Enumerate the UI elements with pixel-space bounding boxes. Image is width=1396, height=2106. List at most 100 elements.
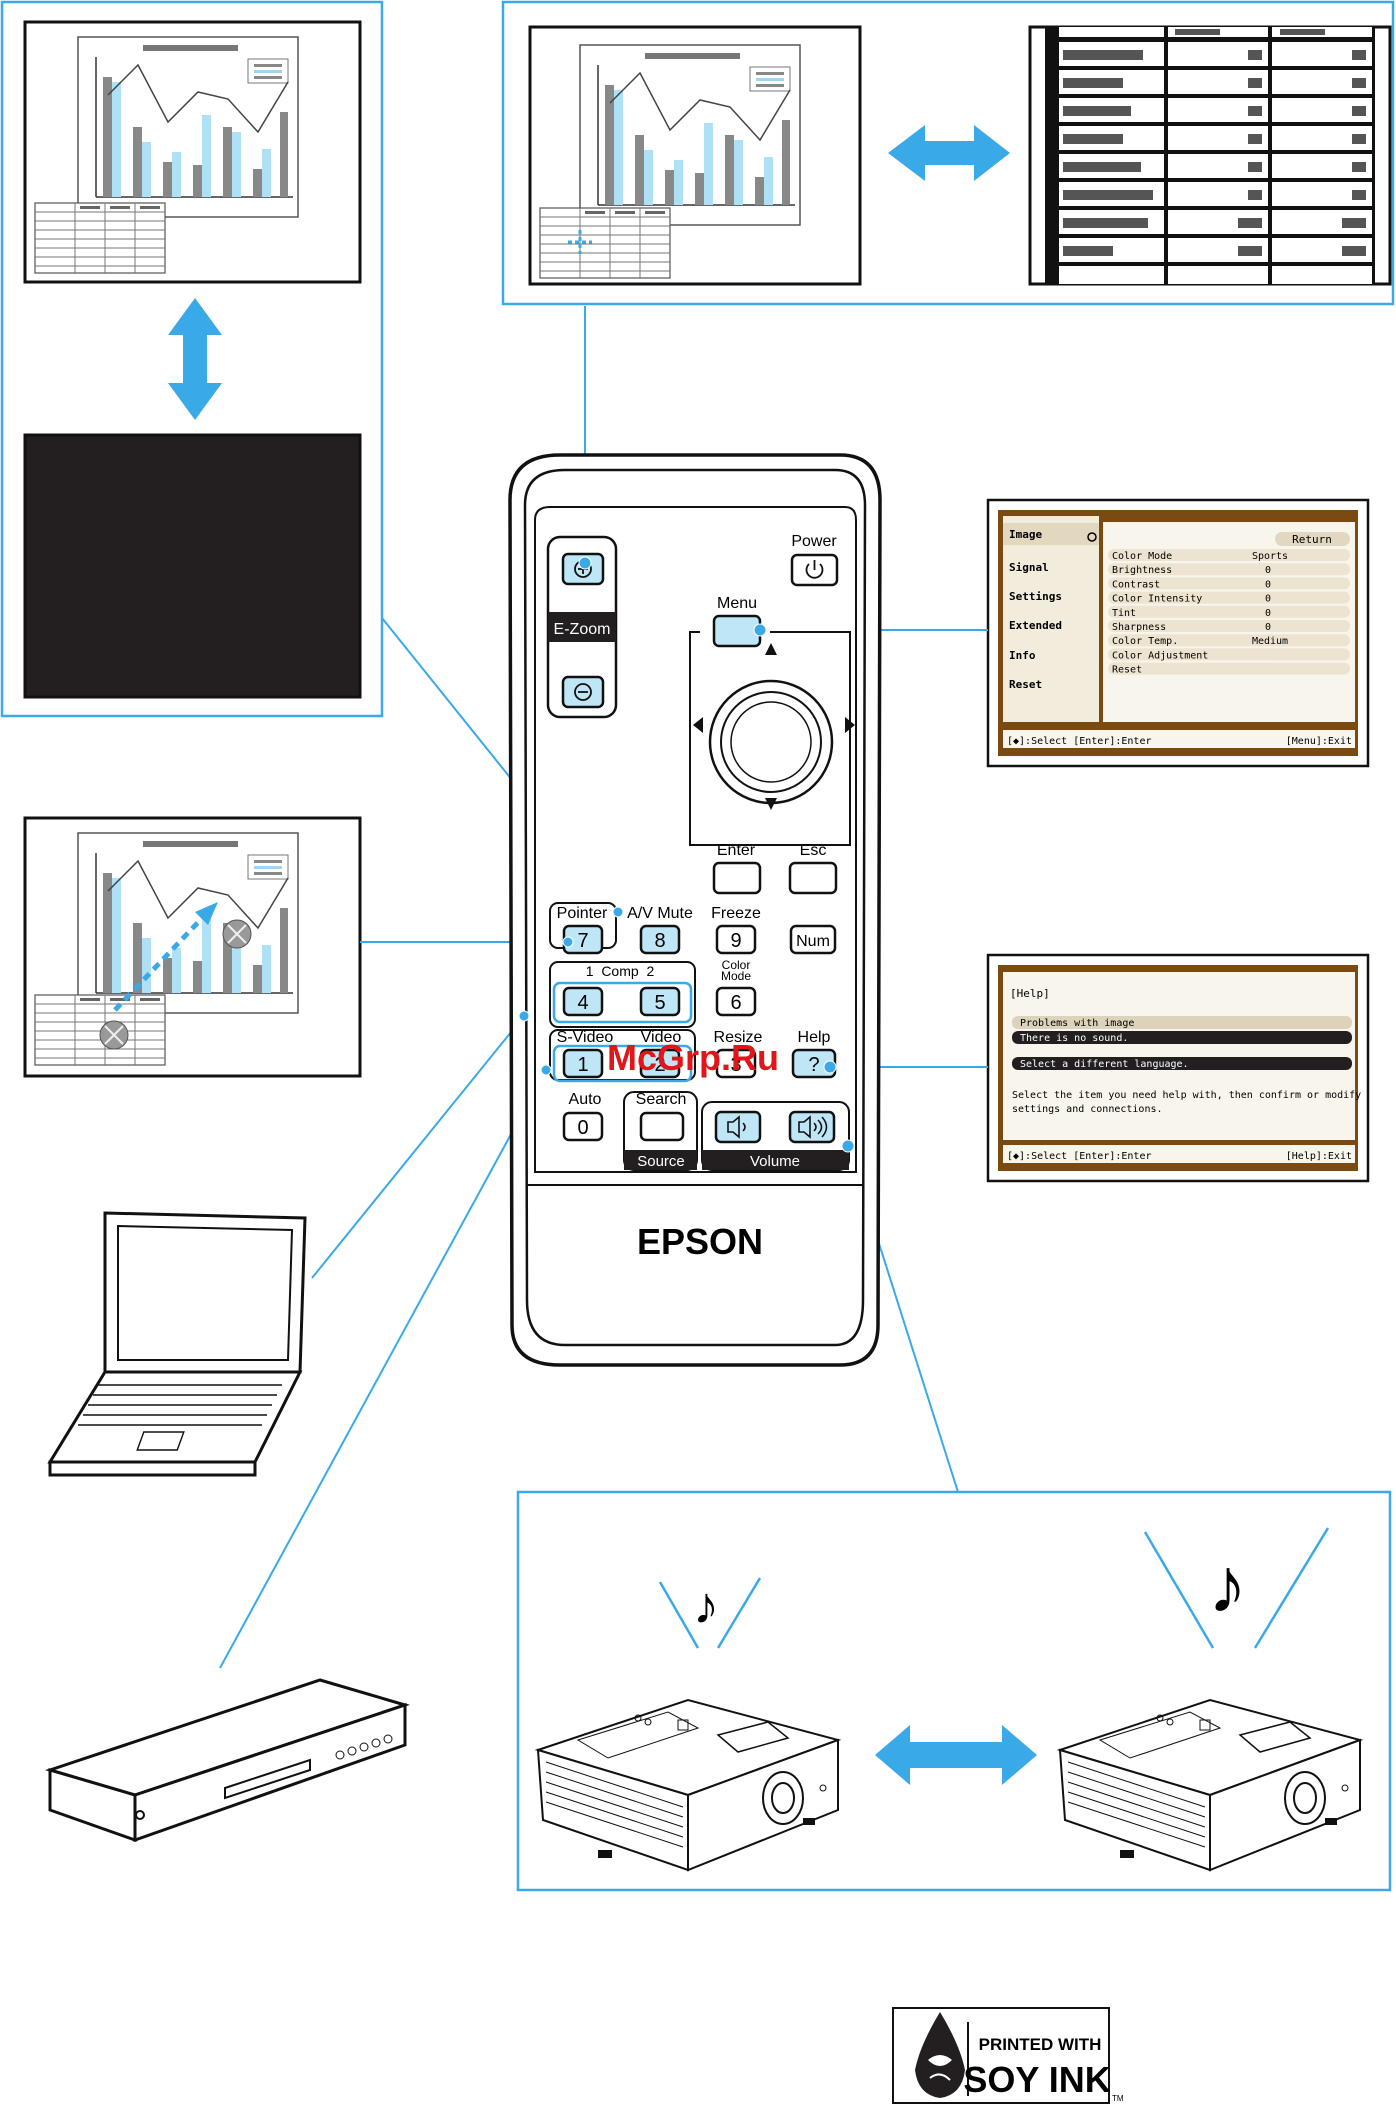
chart-thumbnail-zoom bbox=[579, 44, 801, 226]
menu-row-value: 0 bbox=[1265, 565, 1271, 576]
key-6-label: 6 bbox=[730, 992, 741, 1014]
menu-sidebar-image: Image bbox=[1009, 528, 1042, 541]
avmute-label: A/V Mute bbox=[627, 905, 693, 922]
volume-down-button[interactable] bbox=[714, 1110, 762, 1144]
callout-dots bbox=[518, 556, 855, 1153]
search-label: Search bbox=[636, 1091, 687, 1108]
key-1-label: 1 bbox=[577, 1054, 588, 1076]
video-player-illustration bbox=[44, 1678, 411, 1843]
arrow-right-icon bbox=[845, 717, 855, 733]
help-item-sound: There is no sound. bbox=[1020, 1033, 1128, 1044]
menu-row-label: Reset bbox=[1112, 665, 1142, 676]
menu-footer-left: [◆]:Select [Enter]:Enter bbox=[1007, 736, 1152, 747]
search-button[interactable] bbox=[639, 1111, 685, 1142]
menu-row-background bbox=[1108, 577, 1350, 590]
video-highlight bbox=[552, 1044, 693, 1083]
menu-row-background bbox=[1108, 591, 1350, 604]
esc-label: Esc bbox=[800, 842, 827, 859]
video-label: Video bbox=[641, 1029, 682, 1046]
comp-highlight bbox=[552, 981, 693, 1024]
key-3-button[interactable]: 3 bbox=[715, 1048, 757, 1079]
chart-thumbnail-pointer bbox=[77, 832, 299, 1014]
menu-row-background bbox=[1108, 563, 1350, 576]
help-title: [Help] bbox=[1010, 987, 1050, 1000]
volume-up-button[interactable] bbox=[788, 1110, 836, 1144]
menu-button[interactable] bbox=[712, 614, 762, 648]
key-5-button[interactable]: 5 bbox=[639, 986, 681, 1017]
key-1-button[interactable]: 1 bbox=[562, 1048, 604, 1079]
chart-thumbnail bbox=[77, 36, 299, 218]
menu-row-label: Brightness bbox=[1112, 565, 1172, 576]
direction-wheel[interactable] bbox=[693, 643, 855, 810]
source-bar bbox=[624, 1150, 697, 1170]
help-footer-left: [◆]:Select [Enter]:Enter bbox=[1007, 1151, 1152, 1162]
table-thumbnail-zoom bbox=[539, 207, 671, 279]
menu-row-label: Contrast bbox=[1112, 579, 1160, 590]
epson-logo: EPSON bbox=[637, 1221, 763, 1262]
projector-right: ♪ bbox=[1059, 1527, 1361, 1871]
key-6-button[interactable]: 6 bbox=[715, 986, 757, 1017]
ezoom-minus-button[interactable] bbox=[561, 675, 605, 709]
enter-label: Enter bbox=[717, 842, 756, 859]
watermark: McGrp.Ru bbox=[607, 1037, 779, 1078]
key-9-button[interactable]: 9 bbox=[715, 924, 757, 955]
help-item-language: Select a different language. bbox=[1020, 1059, 1189, 1070]
menu-footer-right: [Menu]:Exit bbox=[1286, 736, 1352, 747]
menu-row-label: Color Intensity bbox=[1112, 594, 1202, 605]
projector-left: ♪ bbox=[537, 1577, 839, 1871]
help-item-image: Problems with image bbox=[1020, 1018, 1134, 1029]
volume-label: Volume bbox=[750, 1153, 800, 1170]
source-label: Source bbox=[637, 1153, 685, 1170]
key-0-button[interactable]: 0 bbox=[562, 1111, 604, 1142]
enter-button[interactable] bbox=[712, 861, 762, 895]
music-note-icon-large: ♪ bbox=[1208, 1541, 1247, 1629]
menu-row-value: Medium bbox=[1252, 636, 1288, 647]
help-desc-2: settings and connections. bbox=[1012, 1104, 1163, 1115]
table-thumbnail bbox=[34, 202, 166, 274]
key-5-label: 5 bbox=[654, 992, 665, 1014]
soy-ink-line2: SOY INK bbox=[963, 2059, 1110, 2100]
soy-ink-line1: PRINTED WITH bbox=[979, 2035, 1102, 2054]
menu-row-value: 0 bbox=[1265, 608, 1271, 619]
help-screen: [Help] Problems with image There is no s… bbox=[986, 953, 1370, 1183]
help-key-label: ? bbox=[808, 1054, 819, 1076]
screen-blank bbox=[23, 433, 362, 699]
esc-button[interactable] bbox=[788, 861, 838, 895]
key-7-label: 7 bbox=[577, 930, 588, 952]
menu-row-label: Color Mode bbox=[1112, 551, 1172, 562]
num-button[interactable]: Num bbox=[789, 924, 837, 955]
comp-label: 1 Comp 2 bbox=[586, 963, 655, 979]
double-arrow-volume bbox=[875, 1725, 1037, 1785]
menu-row-label: Sharpness bbox=[1112, 622, 1166, 633]
key-4-button[interactable]: 4 bbox=[562, 986, 604, 1017]
screen-ezoom-after bbox=[1028, 25, 1392, 286]
key-8-button[interactable]: 8 bbox=[639, 924, 681, 955]
menu-screen: Image Signal Settings Extended Info Rese… bbox=[986, 498, 1370, 768]
pointer-label: Pointer bbox=[557, 905, 608, 922]
key-2-label: 2 bbox=[654, 1054, 665, 1076]
arrow-down-icon bbox=[765, 798, 777, 810]
menu-sidebar-reset: Reset bbox=[1009, 678, 1042, 691]
arrow-left-icon bbox=[693, 717, 703, 733]
auto-label: Auto bbox=[569, 1091, 602, 1108]
navigation-pad bbox=[689, 631, 851, 846]
menu-return: Return bbox=[1292, 533, 1332, 546]
key-2-button[interactable]: 2 bbox=[639, 1048, 681, 1079]
double-arrow-horizontal bbox=[888, 125, 1010, 181]
menu-row-value: Sports bbox=[1252, 551, 1288, 562]
svideo-label: S-Video bbox=[557, 1029, 614, 1046]
menu-row-value: 0 bbox=[1265, 622, 1271, 633]
ezoom-label: E-Zoom bbox=[554, 621, 611, 638]
arrow-up-icon bbox=[765, 643, 777, 655]
power-button[interactable] bbox=[790, 553, 839, 587]
color-mode-label-2: Mode bbox=[721, 969, 751, 983]
menu-row-background bbox=[1108, 620, 1350, 632]
soy-ink-tm: TM bbox=[1112, 2094, 1124, 2103]
key-8-label: 8 bbox=[654, 930, 665, 952]
pointer-icon bbox=[99, 919, 252, 1050]
menu-row-label: Tint bbox=[1112, 608, 1136, 619]
pointer-arrowhead bbox=[195, 902, 218, 925]
laptop-illustration bbox=[47, 1211, 307, 1477]
